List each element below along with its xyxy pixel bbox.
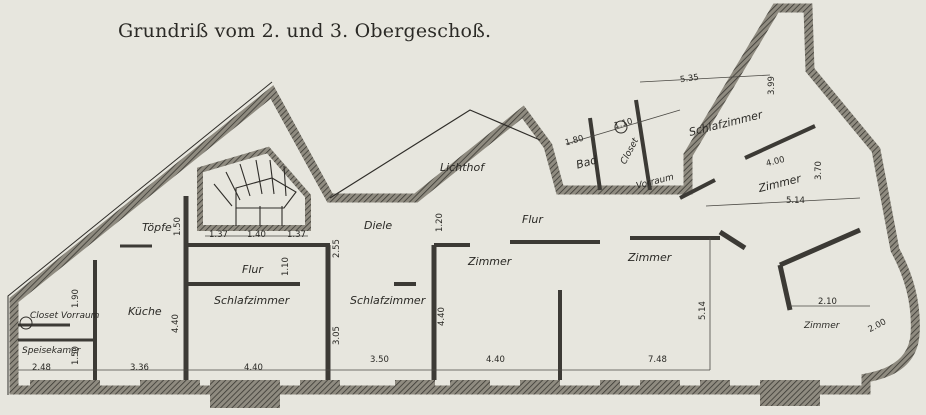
dim-3-99: 3.99: [767, 76, 777, 95]
staircase: [197, 146, 311, 231]
dim-4-40-left: 4.40: [171, 314, 181, 333]
dim-3-05: 3.05: [332, 326, 342, 345]
room-label-kueche: Küche: [128, 305, 162, 318]
dim-4-40-bottom: 4.40: [244, 363, 263, 373]
dim-1-90: 1.90: [71, 289, 81, 308]
dim-1-50-top: 1.50: [173, 217, 183, 236]
dim-1-10-flur: 1.10: [281, 257, 291, 276]
dim-3-50: 3.50: [370, 355, 389, 365]
room-label-schlafzimmer-1: Schlafzimmer: [214, 294, 290, 307]
bottom-facade: [30, 380, 820, 408]
room-label-zimmer-mid: Zimmer: [468, 255, 512, 268]
bath-fixture: [614, 120, 628, 134]
dim-5-14-lower: 5.14: [698, 301, 708, 320]
dim-3-36: 3.36: [130, 363, 149, 373]
room-label-speisekammer: Speisekamer: [22, 346, 81, 356]
room-label-flur-mid: Flur: [522, 213, 543, 226]
lichthof-outline: [329, 109, 541, 199]
room-label-diele: Diele: [364, 219, 393, 232]
room-label-closet-vorraum: Closet Vorraum: [30, 311, 100, 321]
toilet-fixture: [19, 316, 33, 330]
room-label-lichthof: Lichthof: [440, 161, 485, 174]
room-label-zimmer-right: Zimmer: [628, 251, 672, 264]
dim-2-10: 2.10: [818, 297, 837, 307]
dim-4-40-mid: 4.40: [437, 307, 447, 326]
dim-1-20: 1.20: [435, 213, 445, 232]
room-label-toepfe: Töpfe: [142, 221, 172, 234]
dim-3-70: 3.70: [814, 161, 824, 180]
dim-2-48: 2.48: [32, 363, 51, 373]
dim-7-48: 7.48: [648, 355, 667, 365]
room-label-schlafzimmer-2: Schlafzimmer: [350, 294, 426, 307]
dim-1-37-b: 1.37: [287, 230, 306, 240]
dim-1-40: 1.40: [247, 230, 266, 240]
room-label-flur-left: Flur: [242, 263, 263, 276]
outer-wall: [9, 3, 920, 395]
outline-line: [7, 81, 273, 395]
dim-2-55: 2.55: [332, 239, 342, 258]
dimension-lines: [18, 74, 870, 371]
room-label-zimmer-corner: Zimmer: [804, 321, 840, 331]
dim-1-50-left: 1.50: [71, 346, 81, 365]
dim-4-40-bottom2: 4.40: [486, 355, 505, 365]
dim-5-14-right: 5.14: [786, 196, 805, 206]
interior-walls: [18, 99, 862, 380]
dim-1-37-a: 1.37: [209, 230, 228, 240]
page-title: Grundriß vom 2. und 3. Obergeschoß.: [118, 20, 492, 42]
